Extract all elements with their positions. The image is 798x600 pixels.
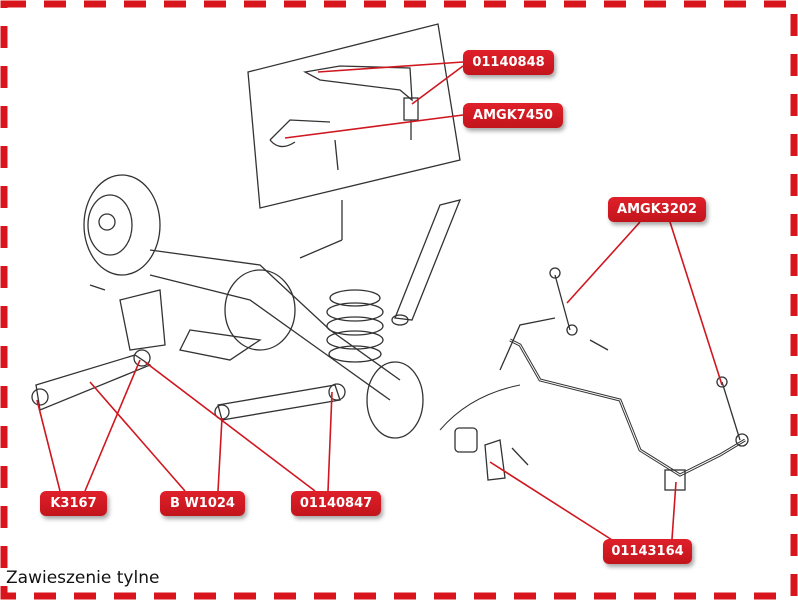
part-label-01140847[interactable]: 01140847 <box>291 491 381 516</box>
coil-spring <box>326 289 384 363</box>
part-label-amgk7450[interactable]: AMGK7450 <box>463 103 563 128</box>
inset-panel <box>247 23 461 209</box>
part-label-amgk3202[interactable]: AMGK3202 <box>608 197 706 222</box>
lower-arm-right <box>217 384 341 421</box>
part-label-01143164[interactable]: 01143164 <box>603 539 692 564</box>
part-label-bw1024[interactable]: B W1024 <box>160 491 245 516</box>
line-art <box>31 23 749 491</box>
leader-lines <box>36 61 723 546</box>
part-label-01140848[interactable]: 01140848 <box>463 50 554 75</box>
lower-arm-left <box>35 354 152 411</box>
part-label-k3167[interactable]: K3167 <box>40 491 107 516</box>
diagram-caption: Zawieszenie tylne <box>6 568 160 588</box>
